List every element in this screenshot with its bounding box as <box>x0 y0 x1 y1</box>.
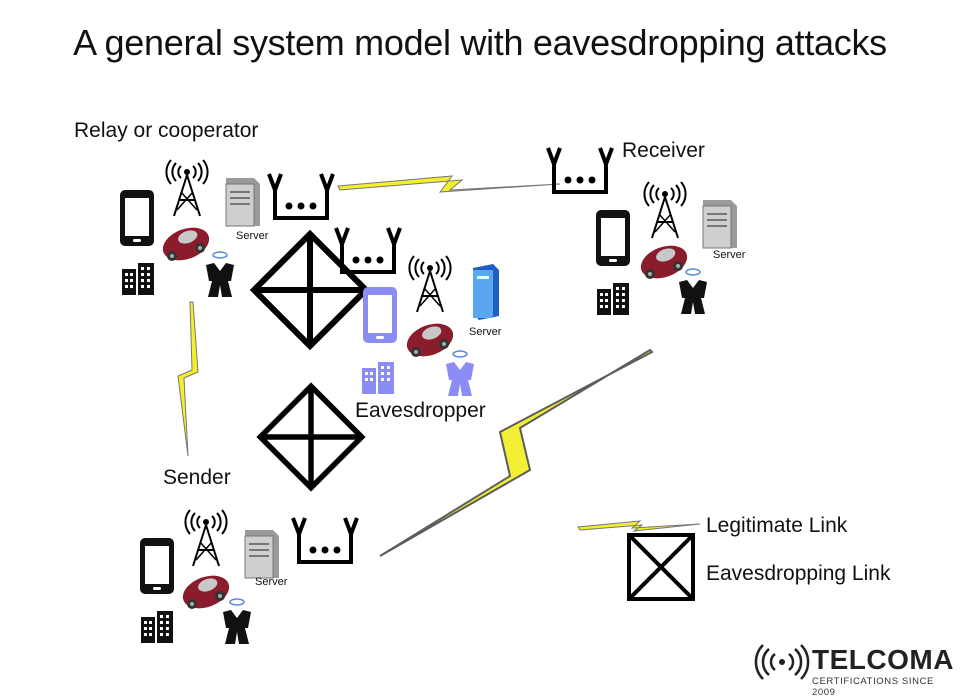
eavesdropping-link-sender <box>260 386 361 487</box>
tower-icon <box>184 509 228 567</box>
legend <box>577 520 701 601</box>
antenna-icon <box>267 172 335 220</box>
legitimate-link-sender-receiver <box>379 348 654 557</box>
car-icon <box>636 239 692 285</box>
tower-icon <box>408 255 452 313</box>
sender-server-label: Server <box>255 576 288 588</box>
person-icon <box>446 350 474 396</box>
person-icon <box>678 268 708 315</box>
tower-icon <box>165 159 209 217</box>
server-icon <box>702 199 738 249</box>
eavesdropper-server-label: Server <box>469 326 502 338</box>
receiver-server-label: Server <box>713 249 746 261</box>
legitimate-link-relay-receiver <box>337 175 561 193</box>
brand-name: TELCOMA <box>812 644 954 675</box>
brand-logo: TELCOMA CERTIFICATIONS SINCE 2009 <box>760 644 953 698</box>
legend-xbox-icon <box>627 533 695 601</box>
brand-signal-icon <box>754 644 810 680</box>
building-icon <box>141 611 173 643</box>
building-icon <box>122 263 154 295</box>
brand-tagline: CERTIFICATIONS SINCE 2009 <box>812 676 934 698</box>
relay-node <box>120 159 335 298</box>
person-icon <box>205 251 235 298</box>
car-icon <box>402 317 458 363</box>
relay-server-label: Server <box>236 230 269 242</box>
page-title: A general system model with eavesdroppin… <box>73 22 887 63</box>
server-icon <box>225 177 261 227</box>
antenna-icon <box>291 516 359 564</box>
receiver-node <box>546 146 738 315</box>
building-icon <box>597 283 629 315</box>
sender-node <box>140 509 359 645</box>
antenna-icon <box>546 146 614 194</box>
server-icon <box>244 529 280 579</box>
car-icon <box>158 221 214 267</box>
phone-icon <box>596 210 630 266</box>
eavesdropper-node <box>334 226 499 396</box>
relay-label: Relay or cooperator <box>74 119 259 142</box>
building-icon <box>362 362 394 394</box>
legend-eavesdropping-label: Eavesdropping Link <box>706 562 891 585</box>
eavesdropper-label: Eavesdropper <box>355 399 486 422</box>
legitimate-link-relay-sender <box>177 301 199 457</box>
phone-icon <box>363 287 397 343</box>
legend-legitimate-label: Legitimate Link <box>706 514 848 537</box>
tower-icon <box>643 181 687 239</box>
eavesdropping-link-relay <box>254 234 366 346</box>
server-icon <box>473 264 499 320</box>
legend-lightning-icon <box>577 520 701 532</box>
phone-icon <box>140 538 174 594</box>
receiver-label: Receiver <box>622 139 705 162</box>
sender-label: Sender <box>163 466 231 489</box>
person-icon <box>222 598 252 645</box>
car-icon <box>178 569 234 615</box>
phone-icon <box>120 190 154 246</box>
